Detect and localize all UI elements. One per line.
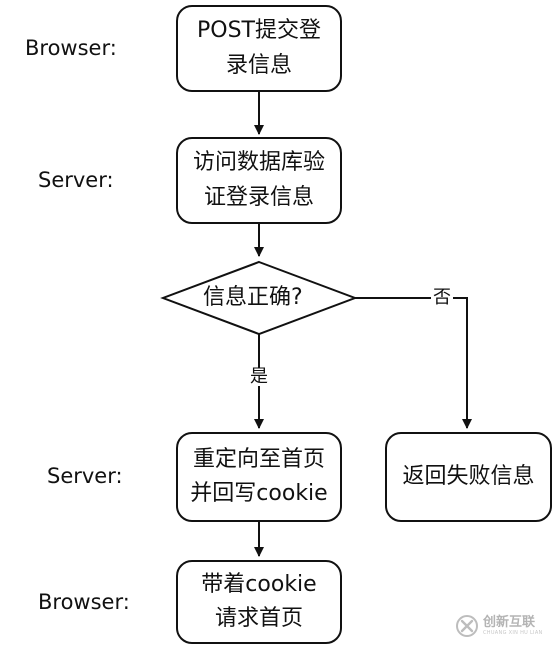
watermark: 创新互联 CHUANG XIN HU LIAN <box>455 606 555 646</box>
node-redirect-home-line1: 重定向至首页 <box>192 446 325 472</box>
node-post-login: POST提交登 录信息 <box>176 5 342 92</box>
node-request-home: 带着cookie 请求首页 <box>176 560 342 644</box>
node-redirect-home: 重定向至首页 并回写cookie <box>176 432 342 522</box>
lane-label-browser-bottom: Browser: <box>38 590 130 614</box>
node-post-login-line1: POST提交登 <box>197 18 321 44</box>
lane-label-browser-top: Browser: <box>25 36 117 60</box>
edge-decision-no <box>355 297 472 429</box>
lane-label-server-verify: Server: <box>38 168 114 192</box>
node-verify-db-line2: 证登录信息 <box>203 184 314 210</box>
node-request-home-line2: 请求首页 <box>214 606 303 631</box>
node-post-login-line2: 录信息 <box>225 52 292 78</box>
node-redirect-home-line2: 并回写cookie <box>190 481 328 506</box>
watermark-main-text: 创新互联 <box>483 615 536 630</box>
node-return-failure-label: 返回失败信息 <box>402 463 535 489</box>
decision-label: 信息正确? <box>203 285 303 310</box>
watermark-sub-text: CHUANG XIN HU LIAN <box>483 630 543 636</box>
edge-label-no: 否 <box>431 287 453 308</box>
lane-label-server-redirect: Server: <box>47 464 123 488</box>
node-return-failure: 返回失败信息 <box>385 432 552 522</box>
node-verify-db: 访问数据库验 证登录信息 <box>176 137 342 224</box>
node-verify-db-line1: 访问数据库验 <box>192 150 325 176</box>
watermark-logo-icon <box>456 615 478 637</box>
edge-label-yes: 是 <box>248 366 270 387</box>
node-request-home-line1: 带着cookie <box>201 571 317 597</box>
